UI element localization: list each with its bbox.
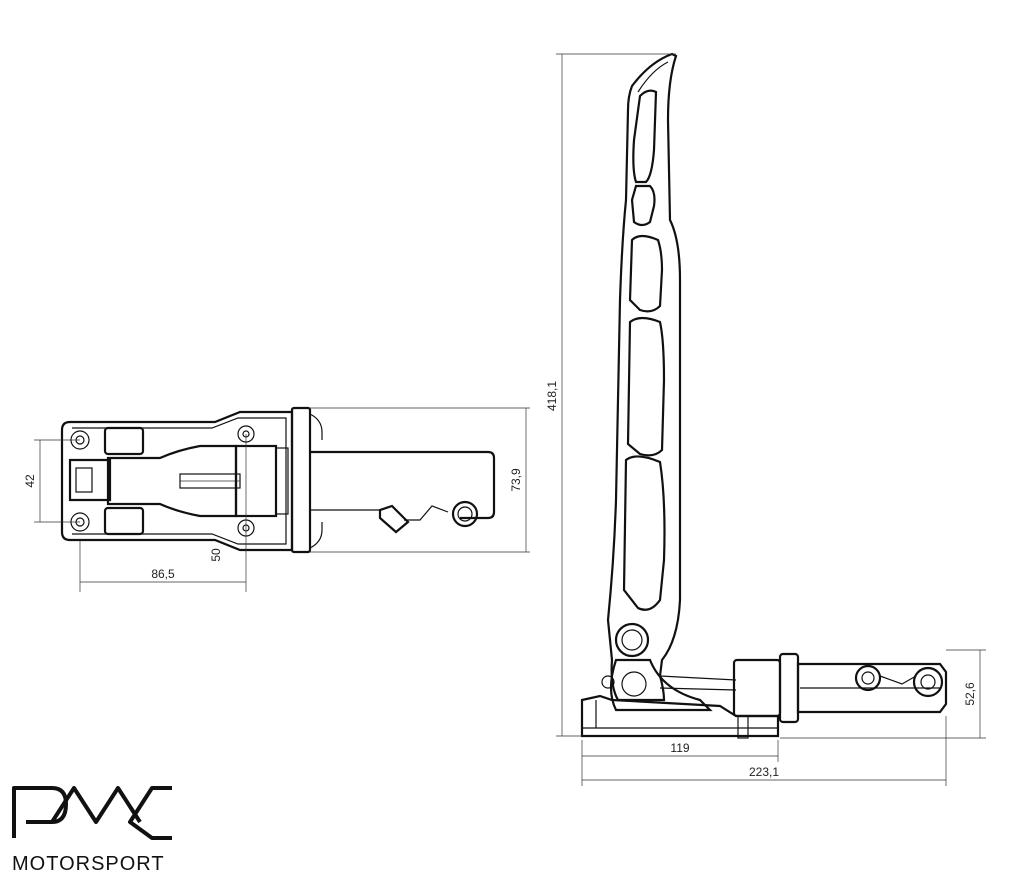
dim-42-label: 42 <box>23 474 37 488</box>
top-view-drawing <box>34 406 530 592</box>
dim-119-label: 119 <box>670 741 689 755</box>
pmc-logo-icon <box>12 786 172 840</box>
dim-223-1-label: 223,1 <box>749 765 779 779</box>
dim-418-1-label: 418,1 <box>545 381 559 411</box>
dim-52-6-label: 52,6 <box>963 682 977 706</box>
dim-50-label: 50 <box>209 548 223 562</box>
dim-73-9-label: 73,9 <box>509 468 523 492</box>
dim-86-5-label: 86,5 <box>151 567 175 581</box>
brand-name: MOTORSPORT <box>12 853 165 875</box>
side-view-drawing <box>556 52 986 786</box>
